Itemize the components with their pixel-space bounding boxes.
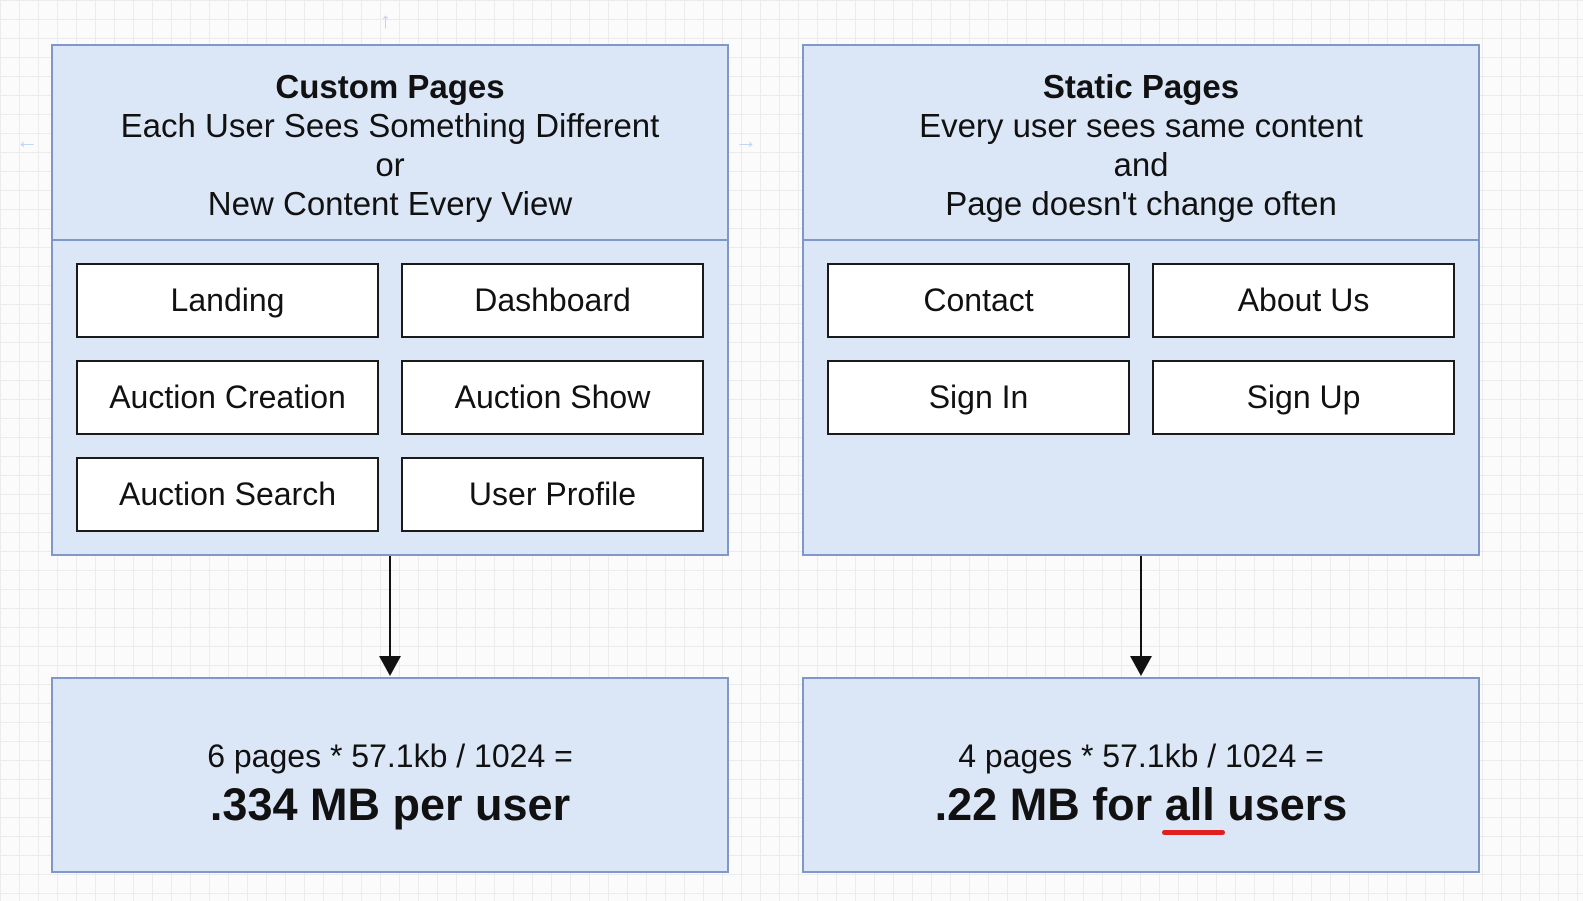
custom-result-formula: 6 pages * 57.1kb / 1024 = [207, 738, 573, 774]
static-pages-line-2: and [1113, 146, 1169, 183]
static-arrow-head-icon [1130, 656, 1152, 676]
custom-pages-header: Custom Pages Each User Sees Something Di… [53, 46, 727, 241]
static-result-total-suffix: users [1214, 779, 1348, 830]
page-auction-search[interactable]: Auction Search [76, 457, 379, 532]
custom-result-box[interactable]: 6 pages * 57.1kb / 1024 = .334 MB per us… [51, 677, 729, 873]
page-contact[interactable]: Contact [827, 263, 1130, 338]
static-pages-line-3: Page doesn't change often [945, 185, 1337, 222]
static-pages-header: Static Pages Every user sees same conten… [804, 46, 1478, 241]
handle-right-icon: → [735, 128, 757, 153]
custom-pages-line-3: New Content Every View [207, 185, 573, 222]
handle-up-icon: ↑ [380, 8, 391, 33]
static-pages-line-1: Every user sees same content [919, 107, 1363, 144]
static-result-emphasis-word: all [1164, 779, 1215, 830]
page-user-profile[interactable]: User Profile [401, 457, 704, 532]
red-underline-mark [1161, 830, 1225, 835]
static-pages-title: Static Pages [1042, 68, 1240, 105]
static-result-total: .22 MB for all users [804, 779, 1478, 835]
handle-left-icon: ← [16, 128, 38, 153]
custom-pages-line-1: Each User Sees Something Different [120, 107, 660, 144]
static-result-formula: 4 pages * 57.1kb / 1024 = [958, 738, 1324, 774]
page-sign-in[interactable]: Sign In [827, 360, 1130, 435]
static-result-total-emphasis: all [1161, 779, 1225, 835]
custom-pages-title: Custom Pages [275, 68, 505, 105]
page-auction-creation[interactable]: Auction Creation [76, 360, 379, 435]
page-about-us[interactable]: About Us [1152, 263, 1455, 338]
custom-arrow-connector[interactable] [375, 556, 405, 678]
custom-arrow-head-icon [379, 656, 401, 676]
page-landing[interactable]: Landing [76, 263, 379, 338]
page-dashboard[interactable]: Dashboard [401, 263, 704, 338]
custom-pages-line-2: or [375, 146, 405, 183]
static-result-box[interactable]: 4 pages * 57.1kb / 1024 = .22 MB for all… [802, 677, 1480, 873]
custom-result-total: .334 MB per user [209, 779, 571, 830]
static-arrow-connector[interactable] [1126, 556, 1156, 678]
static-result-total-prefix: .22 MB for [934, 779, 1165, 830]
page-auction-show[interactable]: Auction Show [401, 360, 704, 435]
static-pages-panel[interactable]: Static Pages Every user sees same conten… [802, 44, 1480, 556]
page-sign-up[interactable]: Sign Up [1152, 360, 1455, 435]
custom-pages-panel[interactable]: Custom Pages Each User Sees Something Di… [51, 44, 729, 556]
